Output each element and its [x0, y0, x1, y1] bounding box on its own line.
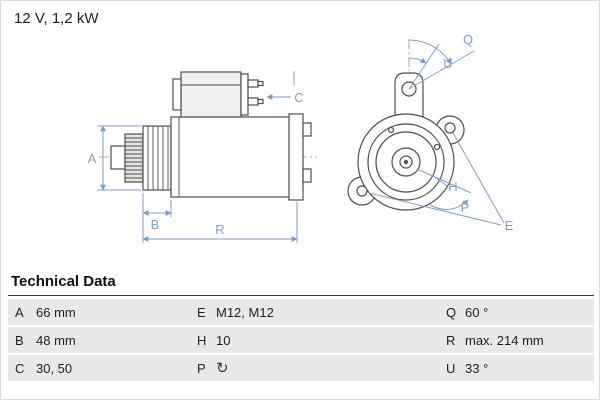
table-value: max. 214 mm: [465, 332, 544, 348]
end-view: Q U H P E: [347, 32, 514, 233]
dim-label-p: P: [461, 200, 470, 215]
table-value: 10: [216, 332, 231, 348]
technical-data-title: Technical Data: [11, 273, 116, 290]
voltage-power-spec: 12 V, 1,2 kW: [14, 10, 99, 27]
table-value: 66 mm: [36, 304, 76, 320]
dim-label-b: B: [151, 217, 160, 232]
table-key: R: [446, 332, 456, 348]
table-value: 60 °: [465, 304, 489, 320]
table-row-1: A 66 mm E M12, M12 Q 60 °: [8, 299, 594, 325]
dim-label-a: A: [88, 151, 97, 166]
table-key: A: [15, 304, 24, 320]
table-row-2: B 48 mm H 10 R max. 214 mm: [8, 327, 594, 353]
heading-divider: [8, 295, 594, 296]
dim-label-r: R: [215, 222, 224, 237]
technical-data-section: Technical Data A 66 mm E M12, M12 Q 60 °…: [1, 269, 599, 383]
dim-label-u: U: [443, 56, 452, 71]
table-key: P: [197, 360, 206, 376]
table-key: U: [446, 360, 456, 376]
table-key: E: [197, 304, 206, 320]
table-key: B: [15, 332, 24, 348]
dim-label-h: H: [448, 179, 457, 194]
table-value: 30, 50: [36, 360, 73, 376]
dim-label-e: E: [505, 218, 514, 233]
side-view: A B R C: [88, 71, 317, 243]
starter-motor-technical-drawing: A B R C: [88, 32, 514, 243]
table-key: Q: [446, 304, 457, 320]
table-value: 48 mm: [36, 332, 76, 348]
table-row-3: C 30, 50 P ↻ U 33 °: [8, 355, 594, 381]
clockwise-rotation-icon: ↻: [216, 359, 229, 377]
dim-label-c: C: [294, 90, 303, 105]
dim-label-q: Q: [463, 32, 473, 47]
table-value: M12, M12: [216, 304, 274, 320]
table-key: H: [197, 332, 207, 348]
table-value: 33 °: [465, 360, 489, 376]
table-key: C: [15, 360, 25, 376]
